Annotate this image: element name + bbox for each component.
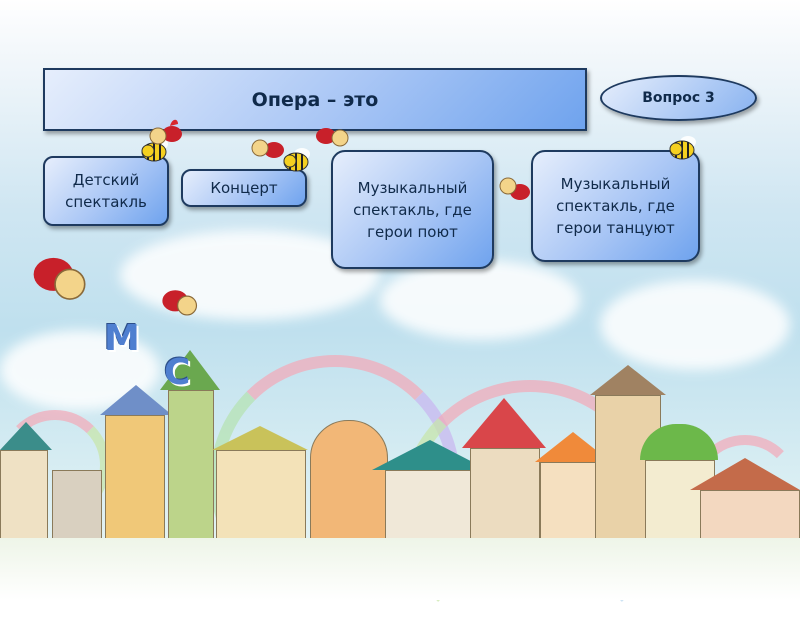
- answer-option-2[interactable]: Концерт: [181, 169, 307, 207]
- answer-text: герои танцуют: [556, 219, 675, 237]
- cloud: [600, 280, 790, 370]
- answer-text: спектакль, где: [556, 197, 675, 215]
- house-roof: [462, 398, 546, 448]
- house-roof: [212, 426, 308, 450]
- ladybug-icon: [251, 139, 284, 158]
- bee-icon: [283, 148, 310, 172]
- question-title: Опера – это: [43, 68, 587, 131]
- house-roof: [160, 350, 220, 390]
- ground: [0, 538, 800, 600]
- bee-icon: [141, 138, 168, 162]
- house: [310, 420, 388, 540]
- bee-icon: [669, 136, 696, 160]
- house-roof: [100, 385, 172, 415]
- ladybug-icon: [162, 290, 198, 316]
- house: [105, 415, 165, 540]
- answer-text: Концерт: [210, 179, 278, 197]
- answer-option-4[interactable]: Музыкальный спектакль, где герои танцуют: [531, 150, 700, 262]
- house: [52, 470, 102, 540]
- cloud: [380, 260, 580, 340]
- house: [0, 450, 48, 540]
- house-roof: [590, 365, 666, 395]
- answer-text: Музыкальный: [357, 178, 468, 197]
- ladybug-icon: [33, 257, 86, 300]
- house-roof: [0, 422, 52, 450]
- house: [216, 450, 306, 540]
- answer-text: герои поют: [367, 222, 458, 241]
- house: [700, 490, 800, 540]
- answer-text: Музыкальный: [560, 175, 671, 193]
- floating-letter: С: [164, 352, 191, 393]
- answer-option-3[interactable]: Музыкальный спектакль, где герои поют: [331, 150, 494, 269]
- floating-letter: М: [104, 318, 140, 359]
- ladybug-icon: [316, 128, 349, 147]
- ladybug-icon: [149, 119, 182, 145]
- answer-text: Детский: [72, 171, 140, 189]
- answer-option-1[interactable]: Детский спектакль: [43, 156, 169, 226]
- question-number-badge[interactable]: Вопрос 3: [600, 75, 757, 121]
- house: [470, 448, 540, 540]
- ladybug-icon: [499, 177, 530, 200]
- house-roof: [690, 458, 800, 490]
- answer-text: спектакль, где: [353, 200, 472, 219]
- answer-text: спектакль: [65, 193, 147, 211]
- question-title-text: Опера – это: [251, 88, 379, 111]
- question-number-text: Вопрос 3: [642, 90, 715, 106]
- house: [168, 390, 214, 540]
- house: [385, 470, 475, 540]
